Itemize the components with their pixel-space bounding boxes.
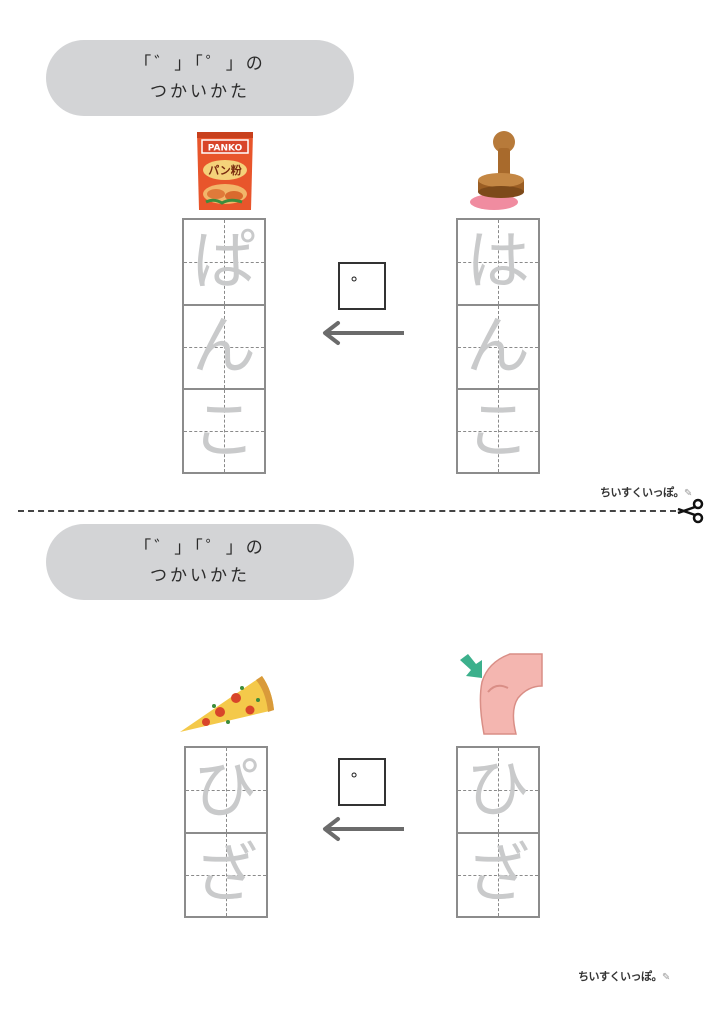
handakuten-mark: ゜	[350, 772, 373, 797]
sheet2-title-line2: つかいかた	[150, 566, 250, 586]
knee-icon	[460, 653, 543, 735]
sheet2-source-grid: ひ ざ	[456, 746, 540, 918]
grid-cell[interactable]: ぴ	[186, 748, 266, 832]
grid-cell[interactable]: ざ	[186, 832, 266, 916]
left-arrow-icon	[323, 817, 404, 841]
panko-bag-label: パン粉	[208, 163, 242, 177]
grid-cell[interactable]: ん	[184, 304, 264, 388]
trace-char: ざ	[466, 838, 530, 912]
cut-line	[18, 510, 676, 512]
panko-brand-text: PANKO	[208, 144, 243, 154]
grid-cell[interactable]: ひ	[458, 748, 538, 832]
logo-bottom: ちいすくいっぽ。✎	[578, 968, 670, 984]
left-arrow-icon	[323, 321, 404, 345]
trace-char: ひ	[466, 753, 530, 827]
logo-text: ちいすくいっぽ。	[578, 970, 663, 983]
scissors-icon	[677, 498, 704, 524]
sheet1-title-line1: 「゛」「゜」の	[134, 54, 266, 74]
sheet2-title: 「゛」「゜」の つかいかた	[46, 524, 354, 600]
grid-cell[interactable]: こ	[458, 388, 538, 472]
pizza-slice-icon	[180, 676, 274, 732]
grid-cell[interactable]: こ	[184, 388, 264, 472]
sheet1-mark-box: ゜	[338, 262, 386, 310]
sheet1-target-grid: ぱ ん こ	[182, 218, 266, 474]
sheet2-title-line1: 「゛」「゜」の	[134, 538, 266, 558]
trace-char: ん	[192, 310, 256, 384]
trace-char: ん	[466, 310, 530, 384]
trace-char: ぴ	[194, 753, 258, 827]
sheet1-title: 「゛」「゜」の つかいかた	[46, 40, 354, 116]
logo-text: ちいすくいっぽ。	[600, 486, 685, 499]
grid-cell[interactable]: ん	[458, 304, 538, 388]
trace-char: は	[466, 225, 530, 299]
grid-cell[interactable]: ざ	[458, 832, 538, 916]
hanko-stamp-icon	[470, 131, 524, 210]
trace-char: ざ	[194, 838, 258, 912]
grid-cell[interactable]: ぱ	[184, 220, 264, 304]
sheet2-target-grid: ぴ ざ	[184, 746, 268, 918]
handakuten-mark: ゜	[350, 276, 373, 301]
sheet1-title-line2: つかいかた	[150, 82, 250, 102]
trace-char: ぱ	[192, 225, 256, 299]
pencil-icon: ✎	[684, 488, 692, 499]
sheet1-source-grid: は ん こ	[456, 218, 540, 474]
logo-top: ちいすくいっぽ。✎	[600, 484, 692, 500]
panko-bag-icon: PANKO パン粉	[197, 132, 253, 210]
trace-char: こ	[192, 394, 256, 468]
trace-char: こ	[466, 394, 530, 468]
grid-cell[interactable]: は	[458, 220, 538, 304]
sheet2-mark-box: ゜	[338, 758, 386, 806]
pencil-icon: ✎	[662, 972, 670, 983]
